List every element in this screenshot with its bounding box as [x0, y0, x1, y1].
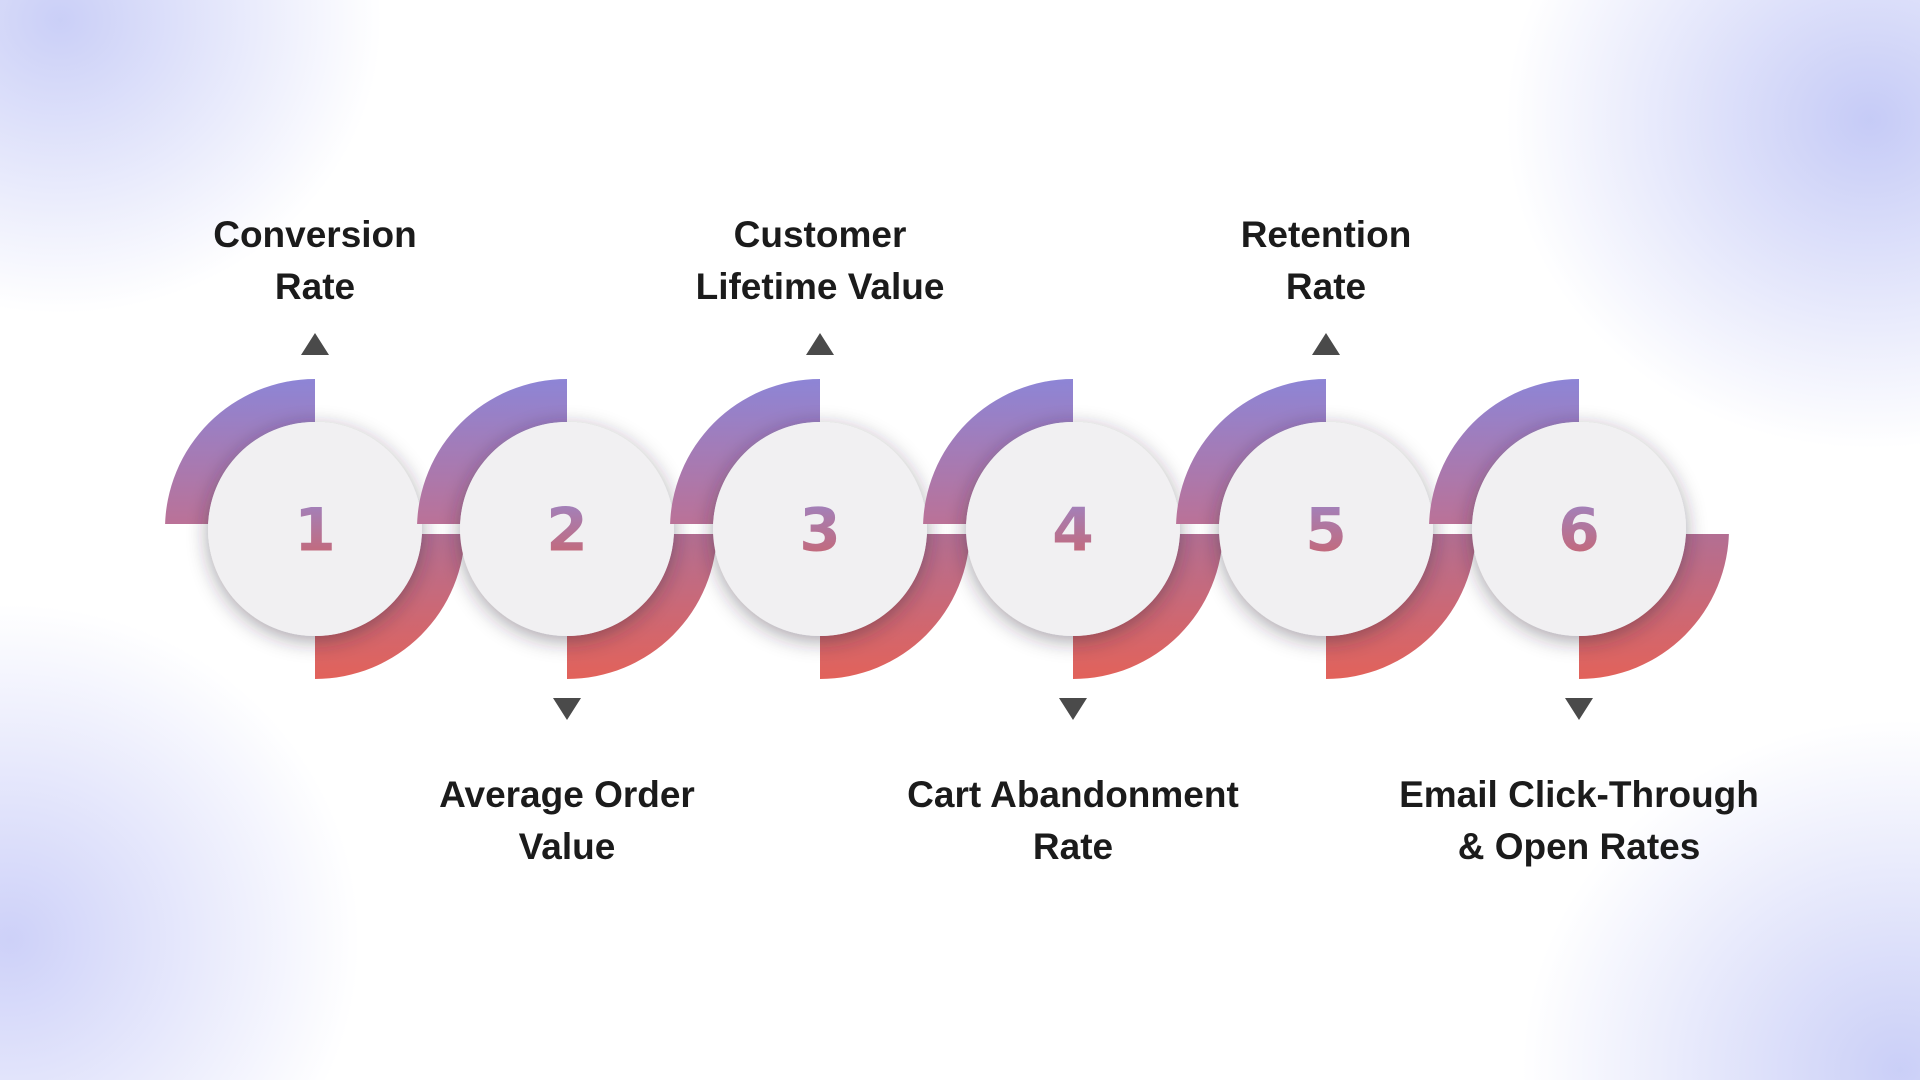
step-label-line1: Email Click-Through: [1399, 774, 1759, 815]
step-number: 1: [294, 496, 336, 566]
step-3: Customer Lifetime Value 3: [670, 0, 970, 1080]
step-label-line1: Cart Abandonment: [907, 774, 1239, 815]
step-label-line2: Rate: [1032, 826, 1114, 867]
arc-bottom-right: [1326, 534, 1476, 679]
step-circle: [208, 422, 422, 636]
arc-top-left: [1429, 379, 1579, 524]
arc-bottom-right: [1579, 534, 1729, 679]
arrow-up-icon: [806, 333, 834, 355]
step-number: 5: [1305, 496, 1347, 566]
arc-top-left: [165, 379, 315, 524]
step-circle: [966, 422, 1180, 636]
arrow-down-icon: [1059, 698, 1087, 720]
arrow-down-icon: [553, 698, 581, 720]
step-5-label: Retention Rate: [1106, 209, 1546, 313]
arc-top-left: [923, 379, 1073, 524]
arc-bottom-right: [315, 534, 465, 679]
step-2: 2 Average Order Value: [417, 0, 717, 1080]
step-label-line2: Value: [518, 826, 616, 867]
step-number: 6: [1558, 496, 1600, 566]
step-circle: [1472, 422, 1686, 636]
step-label-line1: Retention: [1240, 214, 1412, 255]
step-label-line1: Conversion: [213, 214, 417, 255]
step-2-swirl: 2: [417, 379, 717, 679]
step-6-label: Email Click-Through & Open Rates: [1359, 769, 1799, 873]
step-label-line2: Lifetime Value: [695, 266, 945, 307]
step-4-swirl: 4: [923, 379, 1223, 679]
step-number: 4: [1052, 496, 1094, 566]
step-2-label: Average Order Value: [347, 769, 787, 873]
arc-top-left: [1176, 379, 1326, 524]
arc-bottom-right: [567, 534, 717, 679]
arc-bottom-right: [1073, 534, 1223, 679]
step-number: 2: [546, 496, 588, 566]
arc-top-left: [417, 379, 567, 524]
step-circle: [1219, 422, 1433, 636]
step-label-line1: Customer: [733, 214, 907, 255]
step-6: 6 Email Click-Through & Open Rates: [1399, 0, 1759, 1080]
step-6-swirl: 6: [1429, 379, 1729, 679]
step-label-line2: Rate: [274, 266, 356, 307]
step-label-line2: Rate: [1285, 266, 1367, 307]
step-1-label: Conversion Rate: [95, 209, 535, 313]
step-number: 3: [799, 496, 841, 566]
step-3-swirl: 3: [670, 379, 970, 679]
step-label-line2: & Open Rates: [1457, 826, 1701, 867]
arrow-up-icon: [1312, 333, 1340, 355]
step-1-swirl: 1: [165, 379, 465, 679]
arc-bottom-right: [820, 534, 970, 679]
step-1: Conversion Rate 1: [165, 0, 465, 1080]
step-5: Retention Rate 5: [1176, 0, 1476, 1080]
step-4-label: Cart Abandonment Rate: [853, 769, 1293, 873]
step-circle: [460, 422, 674, 636]
step-circle: [713, 422, 927, 636]
step-5-swirl: 5: [1176, 379, 1476, 679]
arc-top-left: [670, 379, 820, 524]
step-4: 4 Cart Abandonment Rate: [907, 0, 1239, 1080]
step-label-line1: Average Order: [439, 774, 695, 815]
arrow-down-icon: [1565, 698, 1593, 720]
step-3-label: Customer Lifetime Value: [600, 209, 1040, 313]
arrow-up-icon: [301, 333, 329, 355]
